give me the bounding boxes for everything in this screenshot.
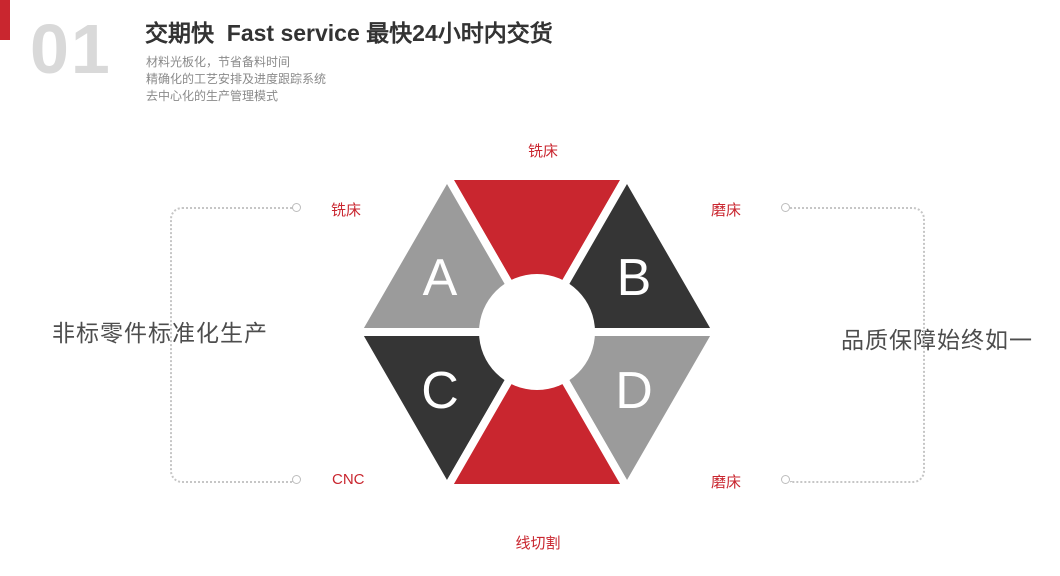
label-upper-left: 铣床 (331, 202, 362, 219)
label-top: 铣床 (527, 143, 558, 160)
letter-a: A (423, 249, 458, 307)
connector-dot (781, 475, 790, 484)
section-title: 交期快 Fast service 最快24小时内交货 (145, 20, 553, 46)
accent-bar (0, 0, 10, 40)
section-number: 01 (30, 10, 112, 88)
label-upper-right: 磨床 (711, 202, 742, 219)
bullet-item: 去中心化的生产管理模式 (146, 89, 279, 103)
letter-c: C (421, 362, 459, 420)
connector-dot (292, 475, 301, 484)
right-dotted-bracket (790, 207, 925, 483)
left-dotted-bracket (170, 207, 294, 483)
center-circle (479, 274, 595, 390)
bullet-item: 精确化的工艺安排及进度跟踪系统 (146, 72, 327, 86)
connector-dot (781, 203, 790, 212)
connector-dot (292, 203, 301, 212)
label-lower-left: CNC (332, 471, 365, 488)
bullet-item: 材料光板化，节省备料时间 (146, 55, 291, 69)
left-caption: 非标零件标准化生产 (52, 320, 268, 346)
letter-b: B (617, 249, 652, 307)
letter-d: D (615, 362, 653, 420)
triangle-bottom (443, 328, 631, 492)
right-caption: 品质保障始终如一 (841, 327, 1033, 353)
bullet-list: 材料光板化，节省备料时间 精确化的工艺安排及进度跟踪系统 去中心化的生产管理模式 (146, 54, 326, 105)
label-lower-right: 磨床 (711, 474, 742, 491)
label-bottom: 线切割 (515, 535, 561, 552)
hexagon-diagram: A B C D (353, 172, 721, 492)
